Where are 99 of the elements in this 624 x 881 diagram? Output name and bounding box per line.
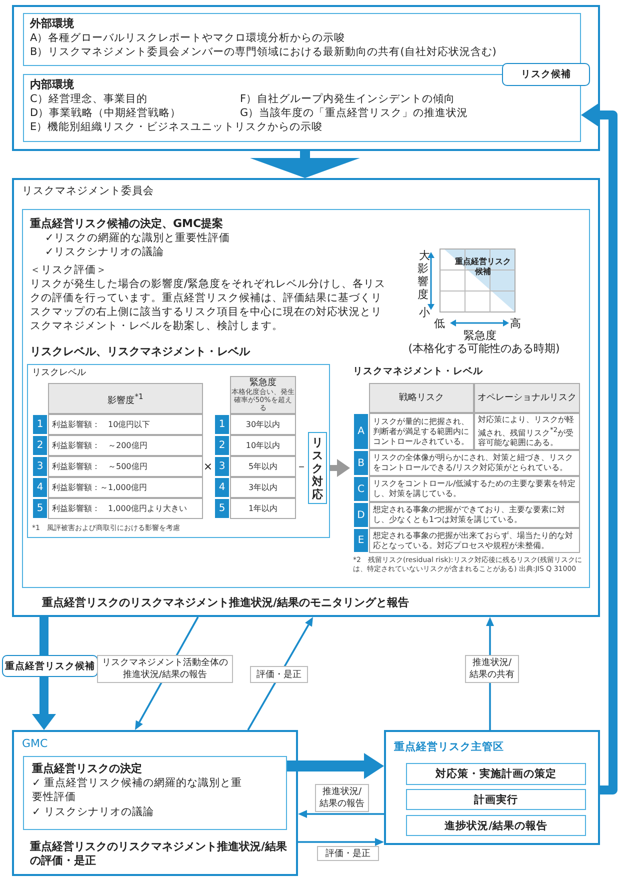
level-number: 4 [214,477,230,498]
axis-label: 低 [434,317,446,331]
table-cell: 利益影響額：～1,000億円 [48,477,203,498]
multiply-sign: × [202,459,214,475]
level-number: 4 [32,477,48,498]
content-panel [23,756,287,830]
section-heading: 外部環境 [30,17,75,31]
level-letter: A [353,413,369,450]
edge-label: 評価・是正 [317,846,379,861]
box-label: リスク対応 [310,434,324,502]
box-label: 進捗状況/結果の報告 [444,818,548,834]
table-panel [27,364,330,538]
table-cell: 利益影響額： 10億円以下 [48,414,203,435]
table-cell: 想定される事象の把握が出来ておらず、場当たり的な対応となっている。対応プロセスや規程が未整備。 [369,528,580,553]
edge-label: 評価・是正 [250,666,308,683]
paragraph: リスクが発生した場合の影響度/緊急度をそれぞれレベル分けし、各リスクの評価を行っています。重点経営リスク候補は、評価結果に基づくリスクマップの右上側に該当するリスク項目を中心に現在の対応状況とリスクマネジメント・レベルを勘案し、検討します。 [30,277,387,333]
level-letter: C [353,476,369,502]
level-number: 3 [32,456,48,477]
table-cell: 30年以内 [230,414,296,435]
minus-sign: － [296,459,307,475]
table-cell: 想定される事象の把握ができており、主要な要素に対し、少なくとも1つは対策を講じている。 [369,502,580,528]
axis-label: 高 [510,317,522,331]
step-box [406,763,586,785]
axis-title: 緊急度 [462,329,498,343]
list-item: A）各種グローバルリスクレポートやマクロ環境分析からの示唆 [30,31,346,45]
section-heading: 内部環境 [30,78,75,92]
list-item: F）自社グループ内発生インシデントの傾向 [240,92,456,106]
arrow [287,753,384,779]
zone-label: 重点経営リスク候補 [454,257,512,278]
level-number: 3 [214,456,230,477]
table-cell: 5年以内 [230,456,296,477]
axis-label: 小 [419,306,431,320]
arrow [298,810,384,818]
arrow [298,838,384,846]
level-letter: D [353,502,369,528]
table-cell: リスクの全体像が明らかにされ、対策と紐づき、リスクをコントロールできる/リスク対応策がとられている。 [369,450,580,476]
list-item: ✓リスクシナリオの議論 [45,245,165,259]
level-letter: E [353,528,369,553]
gmc-panel [12,730,298,876]
panel-title: 重点経営リスク主管区 [394,740,505,754]
table-cell: 10年以内 [230,435,296,456]
level-number: 5 [32,498,48,519]
level-number: 2 [214,435,230,456]
table-title: リスクマネジメント・レベル [353,366,484,378]
level-letter: B [353,450,369,476]
level-number: 1 [214,414,230,435]
axis-title: 影響度 [417,262,430,303]
panel-title: GMC [22,737,49,751]
axis-note: (本格化する可能性のある時期) [407,342,561,356]
axis-label: 大 [419,249,431,263]
list-item: G）当該年度の「重点経営リスク」の推進状況 [240,106,470,120]
division-panel [384,730,600,845]
table-cell: リスクが量的に把握され、判断者が満足する範囲内にコントロールされている。 [369,413,474,450]
panel-title: リスクマネジメント委員会 [22,184,155,198]
section-heading: リスクレベル、リスクマネジメント・レベル [30,345,251,359]
section-label: ＜リスク評価＞ [30,263,108,277]
arrow [330,459,350,477]
chevron-arrow [250,151,360,178]
list-item: C）経営理念、事業目的 [30,92,148,106]
level-number: 1 [32,414,48,435]
table-cell: 3年以内 [230,477,296,498]
list-item: D）事業戦略（中期経営戦略） [30,106,182,120]
column-header: 緊急度 [230,376,296,388]
table-cell: リスクをコントロール/低減するための主要な要素を特定し、対策を講じている。 [369,476,580,502]
edge-label: リスク候補 [502,63,590,86]
table-cell: 対応策により、リスクが軽減され、残留リスク$^{*2}$が受容可能な範囲にある。 [474,413,580,450]
box-label: 計画実行 [473,792,519,808]
list-item: E）機能別組織リスク・ビジネスユニットリスクからの示唆 [30,120,324,134]
list-item: ✓リスクの網羅的な識別と重要性評価 [45,231,231,245]
content-panel [22,209,590,588]
list-item: ✓ 重点経営リスク候補の網羅的な識別と重要性評価 [32,776,244,804]
column-header: オペレーショナルリスク [474,383,580,413]
table-cell: 利益影響額： ～500億円 [48,456,203,477]
section-heading: 重点経営リスクのリスクマネジメント推進状況/結果の評価・是正 [30,840,288,868]
section-heading: 重点経営リスクの決定 [32,762,143,776]
edge-label: 推進状況/結果の報告 [315,784,369,812]
step-box [406,789,586,810]
edge-label: 重点経営リスク候補 [2,655,98,677]
section-heading: 重点経営リスク候補の決定、GMC提案 [30,217,224,231]
level-number: 5 [214,498,230,519]
committee-panel [12,178,600,617]
table-cell: 1年以内 [230,498,296,519]
response-tag [308,432,327,504]
level-number: 2 [32,435,48,456]
list-item: ✓ リスクシナリオの議論 [32,805,156,819]
edge-label: 推進状況/結果の共有 [465,655,519,683]
list-item: B）リスクマネジメント委員会メンバーの専門領域における最新動向の共有(自社対応状況含む) [30,45,498,59]
table-title: リスクレベル [32,367,87,379]
edge-label: リスクマネジメント活動全体の推進状況/結果の報告 [97,655,233,683]
column-header: 影響度$^{*1}$ [48,383,203,414]
table-cell: 利益影響額： 1,000億円より大きい [48,498,203,519]
column-header: 戦略リスク [369,383,474,413]
info-box [23,13,581,66]
table-cell: 利益影響額： ～200億円 [48,435,203,456]
section-heading: 重点経営リスクのリスクマネジメント推進状況/結果のモニタリングと報告 [42,596,410,610]
arrow [581,103,618,794]
box-label: 対応策・実施計画の策定 [434,766,558,782]
step-box [406,815,586,836]
group-frame [12,5,600,151]
